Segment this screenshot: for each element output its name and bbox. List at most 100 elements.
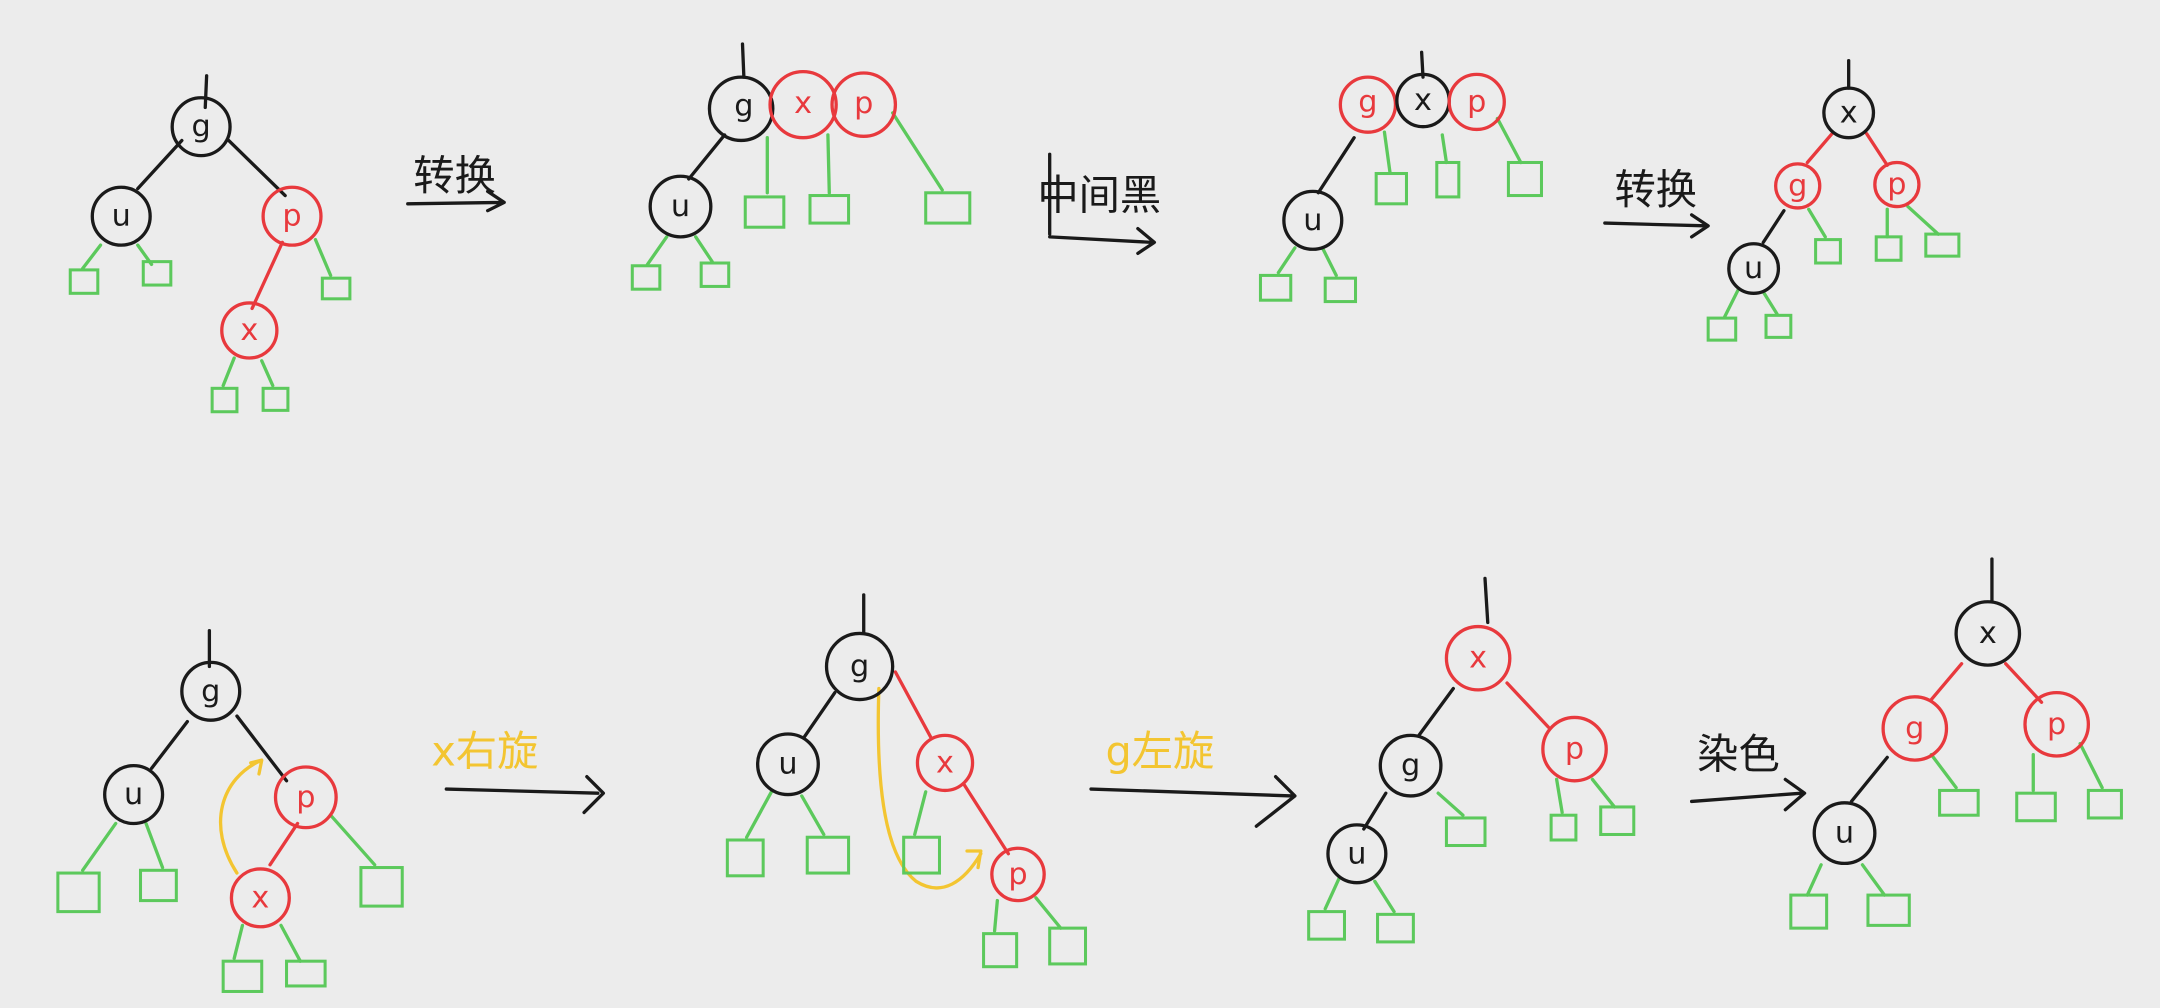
node-label: g (1905, 711, 1924, 746)
leaf-icon (359, 866, 404, 908)
leaf-icon (1435, 160, 1461, 199)
tree-node: g (170, 96, 232, 158)
tree-node: p (830, 71, 898, 138)
tree-node: g (707, 75, 775, 143)
leaf-icon (805, 835, 851, 875)
tree-node: g (1881, 695, 1949, 762)
node-label: u (671, 189, 690, 224)
row2-tree3: x g p u (1307, 576, 1636, 944)
leaf-icon (1789, 893, 1829, 930)
operation-arrow: x右旋 (431, 728, 606, 815)
leaf-icon (1814, 238, 1842, 265)
operation-label: x右旋 (431, 728, 538, 776)
node-label: u (1835, 816, 1854, 851)
row2-tree4: x g p u (1789, 557, 2123, 930)
tree-node: p (1447, 72, 1506, 132)
tree-node: p (1541, 715, 1608, 783)
node-label: x (1414, 83, 1432, 118)
tree-node: u (1812, 801, 1877, 866)
node-label: g (192, 109, 211, 144)
operation-label: 转换 (1615, 166, 1698, 214)
leaf-icon (1258, 273, 1293, 302)
operation-label: 染色 (1697, 730, 1780, 778)
leaf-icon (902, 835, 942, 875)
operation-arrow: 中间黑 (1037, 152, 1161, 256)
tree-node: g (1774, 162, 1822, 210)
node-label: x (1469, 641, 1487, 676)
leaf-icon (1374, 171, 1408, 206)
leaf-icon (1866, 893, 1911, 927)
node-label: p (2047, 707, 2066, 742)
leaf-icon (1506, 160, 1543, 198)
tree-node: x (1395, 72, 1451, 129)
node-label: p (1565, 732, 1584, 767)
tree-node: u (1727, 242, 1781, 295)
node-label: u (778, 747, 797, 782)
operation-arrow: g左旋 (1089, 728, 1297, 828)
row1-tree2: g x p u (630, 42, 972, 291)
leaf-icon (141, 260, 173, 287)
node-label: x (251, 880, 269, 915)
leaf-icon (924, 191, 972, 225)
node-label: g (850, 649, 869, 684)
leaf-icon (630, 264, 662, 291)
tree-node: u (103, 763, 165, 826)
tree-node: u (648, 174, 713, 239)
tree-node: g (824, 631, 895, 702)
tree-node: x (1954, 600, 2022, 667)
node-label: u (1347, 836, 1366, 871)
operation-label: g左旋 (1105, 728, 1214, 776)
leaf-icon (725, 838, 765, 878)
leaf-icon (320, 276, 352, 301)
tree-node: u (756, 732, 820, 797)
node-label: p (1887, 167, 1906, 202)
leaf-icon (221, 959, 264, 993)
leaf-icon (68, 268, 100, 295)
node-label: u (112, 199, 131, 234)
node-label: g (1358, 84, 1377, 119)
node-label: u (124, 777, 143, 812)
node-label: x (794, 86, 812, 121)
node-label: x (240, 313, 258, 348)
row2-tree2: g u x p (725, 593, 1088, 969)
tree-node: g (1338, 75, 1398, 134)
operation-arrow: 染色 (1689, 730, 1807, 812)
leaf-icon (56, 871, 101, 914)
operation-label: 中间黑 (1037, 171, 1161, 219)
node-label: g (201, 674, 220, 709)
leaf-icon (138, 868, 178, 903)
node-label: g (1788, 168, 1807, 203)
leaf-icon (1048, 926, 1088, 966)
tree-node: x (915, 733, 975, 793)
leaf-icon (210, 386, 239, 414)
node-label: g (734, 89, 753, 124)
leaf-icon (1323, 276, 1358, 304)
tree-node: p (1873, 160, 1921, 209)
node-label: x (1979, 616, 1997, 651)
leaf-icon (1924, 232, 1961, 258)
leaf-icon (1706, 316, 1738, 342)
tree-node: x (1822, 86, 1876, 140)
leaf-icon (743, 195, 786, 229)
operation-label: 转换 (413, 152, 496, 200)
leaf-icon (261, 386, 290, 412)
leaf-icon (2015, 791, 2057, 823)
node-label: p (1467, 84, 1486, 119)
row1-tree4: x g p u (1706, 58, 1961, 342)
node-label: p (296, 780, 315, 815)
row1-tree1: g u p x (68, 74, 352, 414)
tree-node: p (990, 846, 1046, 903)
leaf-icon (1444, 816, 1487, 848)
tree-node: g (1378, 733, 1443, 798)
tree-node: g (180, 660, 242, 722)
leaf-icon (1874, 235, 1903, 262)
node-label: g (1401, 748, 1420, 783)
tree-node: p (273, 765, 338, 830)
tree-node: x (229, 867, 291, 929)
leaf-icon (1376, 912, 1415, 944)
leaf-icon (2086, 788, 2123, 820)
leaf-icon (699, 261, 731, 288)
leaf-icon (1599, 805, 1636, 837)
leaf-icon (1549, 813, 1578, 842)
row1-tree3: g x p u (1258, 50, 1543, 304)
